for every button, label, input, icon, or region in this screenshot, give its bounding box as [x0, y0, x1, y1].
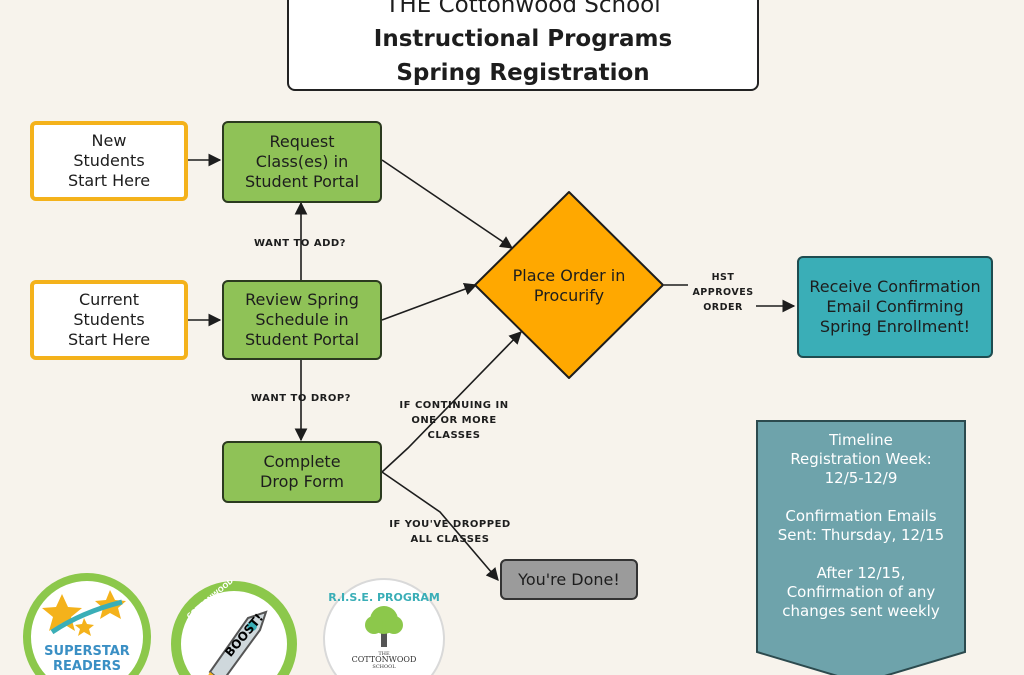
complete-drop-box: Complete Drop Form [222, 441, 382, 503]
timeline-after-label: After 12/15, [816, 564, 906, 582]
superstar-word-2: READERS [53, 659, 121, 674]
timeline-emails-label: Confirmation Emails [785, 507, 937, 525]
receive-confirmation-text: Receive Confirmation Email Confirming Sp… [809, 277, 981, 336]
timeline-text: Timeline Registration Week: 12/5-12/9 Co… [757, 431, 965, 621]
timeline-emails-sent: Sent: Thursday, 12/15 [777, 526, 945, 544]
arrow-request-to-order [381, 159, 514, 249]
complete-drop-text: Complete Drop Form [260, 452, 344, 491]
timeline-reg-week-dates: 12/5-12/9 [824, 469, 898, 487]
program-title: Instructional Programs [373, 26, 673, 52]
new-students-box: New Students Start Here [30, 121, 188, 201]
review-schedule-text: Review Spring Schedule in Student Portal [244, 290, 360, 349]
boost-logo-graphic: BOOST! COTTONWOOD HOMESCHOOL [171, 580, 297, 675]
timeline-heading: Timeline [829, 431, 893, 449]
arrow-drop-to-order [381, 331, 522, 473]
superstar-logo-graphic [23, 573, 151, 675]
new-students-text: New Students Start Here [67, 131, 151, 190]
place-order-text: Place Order in Procurify [512, 266, 626, 305]
place-order-diamond [474, 191, 664, 379]
done-box: You're Done! [500, 559, 638, 600]
current-students-box: Current Students Start Here [30, 280, 188, 360]
arrow-review-to-order [381, 283, 478, 321]
superstar-readers-logo: SUPERSTAR READERS [22, 572, 152, 675]
timeline-after-line2: Confirmation of any [786, 583, 936, 601]
review-schedule-box: Review Spring Schedule in Student Portal [222, 280, 382, 360]
superstar-logo-text: SUPERSTAR READERS [22, 644, 152, 674]
registration-title: Spring Registration [396, 60, 650, 86]
rise-school-top: THE [378, 651, 390, 657]
rise-logo-graphic: R.I.S.E. PROGRAM THE COTTONWOOD SCHOOL [323, 578, 445, 675]
rise-ring-text: R.I.S.E. PROGRAM [328, 591, 440, 604]
want-to-add-label: WANT TO ADD? [254, 238, 346, 249]
want-to-drop-label: WANT TO DROP? [251, 393, 351, 404]
timeline-banner [756, 420, 966, 675]
continuing-label: IF CONTINUING IN ONE OR MORE CLASSES [399, 400, 509, 441]
timeline-reg-week-label: Registration Week: [790, 450, 932, 468]
school-name: THE Cottonwood School [385, 0, 661, 18]
tree-icon [365, 606, 403, 647]
boost-logo: BOOST! COTTONWOOD HOMESCHOOL [170, 580, 298, 675]
rise-school-bottom: SCHOOL [372, 664, 396, 670]
arrow-drop-to-done [381, 471, 499, 581]
rise-school-mid: COTTONWOOD [352, 655, 417, 664]
dropped-all-label: IF YOU'VE DROPPED ALL CLASSES [389, 519, 511, 545]
superstar-word-1: SUPERSTAR [44, 644, 130, 659]
timeline-after-line3: changes sent weekly [782, 602, 940, 620]
title-box: THE Cottonwood School Instructional Prog… [287, 0, 759, 91]
hst-approves-label: HST APPROVES ORDER [692, 272, 754, 313]
receive-confirmation-box: Receive Confirmation Email Confirming Sp… [797, 256, 993, 358]
request-classes-text: Request Class(es) in Student Portal [244, 132, 360, 191]
request-classes-box: Request Class(es) in Student Portal [222, 121, 382, 203]
current-students-text: Current Students Start Here [67, 290, 151, 349]
done-text: You're Done! [518, 569, 620, 589]
rise-program-logo: R.I.S.E. PROGRAM THE COTTONWOOD SCHOOL [320, 575, 448, 675]
